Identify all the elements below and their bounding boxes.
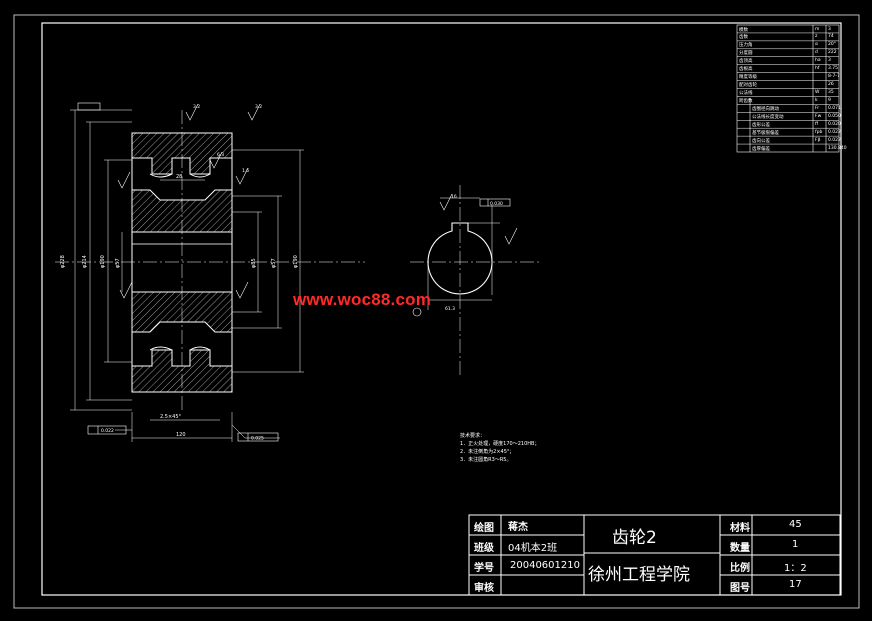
student-id-label: 学号	[474, 563, 494, 574]
table-cell: 基节极限偏差	[752, 130, 779, 136]
table-cell: 0.071	[828, 105, 841, 111]
face-width-dim: 120	[176, 432, 186, 438]
material-value: 45	[789, 519, 802, 530]
table-cell: 齿向公差	[752, 138, 770, 144]
table-cell: 26	[828, 82, 834, 88]
table-cell: 0.022	[828, 129, 841, 135]
root-dia-dim: φ214	[82, 255, 88, 268]
note-line: 技术要求：	[460, 433, 486, 439]
table-cell: 35	[828, 90, 834, 95]
table-cell: 20°	[828, 42, 836, 48]
table-cell: 精度等级	[739, 75, 757, 81]
drawer-name: 蒋杰	[508, 522, 528, 533]
dimension-text: 3.2	[193, 104, 200, 110]
scale-label: 比例	[730, 563, 750, 574]
part-name: 齿轮2	[612, 528, 657, 548]
table-cell: W	[815, 90, 820, 95]
drawer-label: 绘图	[474, 523, 494, 534]
table-cell: α	[815, 42, 818, 48]
inner-frame	[41, 22, 842, 596]
school-name: 徐州工程学院	[588, 565, 690, 585]
table-cell: 齿顶高	[739, 59, 753, 65]
bore-dia-dim: φ57	[115, 258, 121, 268]
table-cell: 齿厚偏差	[752, 146, 770, 152]
note-line: 3．未注圆角R3～R5。	[460, 457, 512, 463]
outer-dia-dim: φ228	[60, 255, 66, 268]
table-cell: 3	[828, 58, 831, 64]
table-cell: 8-7-7	[828, 74, 840, 80]
dimension-text: 61.3	[445, 306, 455, 312]
dimension-text: 0.022	[101, 428, 114, 434]
table-cell: 配对齿轮	[739, 83, 757, 89]
outer-frame	[13, 14, 860, 609]
table-cell: m	[815, 26, 820, 32]
quantity-value: 1	[792, 539, 799, 550]
table-cell: 齿圈径向跳动	[752, 106, 779, 112]
table-cell: Fβ	[815, 137, 821, 143]
material-label: 材料	[730, 523, 750, 534]
table-cell: Fr	[815, 105, 820, 111]
parameter-table-rows	[737, 32, 839, 145]
table-cell: 模数	[739, 27, 748, 33]
dimension-text: 16	[451, 194, 457, 200]
student-id-value: 20040601210	[510, 560, 580, 571]
bore-side-view	[410, 185, 540, 375]
table-cell: 222	[828, 50, 837, 56]
class-value: 04机本2班	[508, 543, 558, 554]
table-cell: k	[815, 97, 818, 103]
scale-value: 1：2	[784, 563, 807, 574]
watermark: www.woc88.com	[293, 290, 432, 309]
table-cell: 公法线长度变动	[752, 114, 784, 120]
table-cell: Fw	[815, 113, 822, 119]
table-cell: 跨齿数	[739, 98, 753, 104]
dimension-text: 6.3	[217, 152, 224, 158]
rim-inner-dim: φ190	[293, 255, 299, 268]
table-cell: ff	[815, 121, 819, 127]
note-line: 2．未注倒角为2×45°；	[460, 449, 515, 455]
table-cell: fpb	[815, 129, 823, 135]
table-cell: 3.75	[828, 66, 839, 72]
drawing-no-label: 图号	[730, 583, 750, 594]
table-cell: 公法线	[739, 91, 753, 96]
web-dia-dim: φ190	[100, 255, 106, 268]
table-cell: 压力角	[739, 43, 753, 49]
web-width-dim: 28	[176, 174, 182, 180]
hub-dia-dim: φ85	[251, 258, 257, 268]
table-cell: 齿形公差	[752, 122, 770, 128]
table-cell: hf	[815, 66, 820, 72]
gear-section-view: φ228 φ214 φ190 φ57 φ85 φ57 φ190 28 120 2…	[55, 102, 365, 442]
reviewer-label: 审核	[474, 583, 494, 594]
table-cell: 齿根高	[739, 67, 753, 73]
dimension-text: 3.2	[255, 104, 262, 110]
dimension-text: 1.6	[242, 168, 249, 174]
table-cell: d	[815, 50, 818, 56]
note-line: 1．正火处理，硬度170～210HB；	[460, 441, 540, 447]
table-cell: 3	[828, 26, 831, 32]
bore-outline	[427, 222, 493, 295]
quantity-label: 数量	[730, 543, 750, 554]
table-cell: z	[815, 34, 818, 40]
table-cell: 74	[828, 34, 834, 40]
table-cell: 0.050	[828, 113, 841, 119]
table-cell: ha	[815, 58, 821, 64]
drawing-no-value: 17	[789, 579, 802, 590]
table-cell: 9	[828, 97, 831, 103]
chamfer-dim: 2.5×45°	[160, 414, 182, 420]
table-cell: 齿数	[739, 35, 748, 41]
dimension-text: 0.030	[490, 201, 503, 207]
title-block	[468, 514, 841, 596]
table-cell: 0.022	[828, 137, 841, 143]
dimension-text: 0.025	[251, 436, 264, 442]
hub-outer-dim: φ57	[271, 258, 277, 268]
table-cell: 分度圆	[739, 51, 753, 57]
class-label: 班级	[474, 543, 494, 554]
table-cell: 130.840	[828, 145, 847, 151]
table-cell: 0.020	[828, 121, 841, 127]
technical-notes: 技术要求： 1．正火处理，硬度170～210HB； 2．未注倒角为2×45°； …	[460, 432, 539, 464]
